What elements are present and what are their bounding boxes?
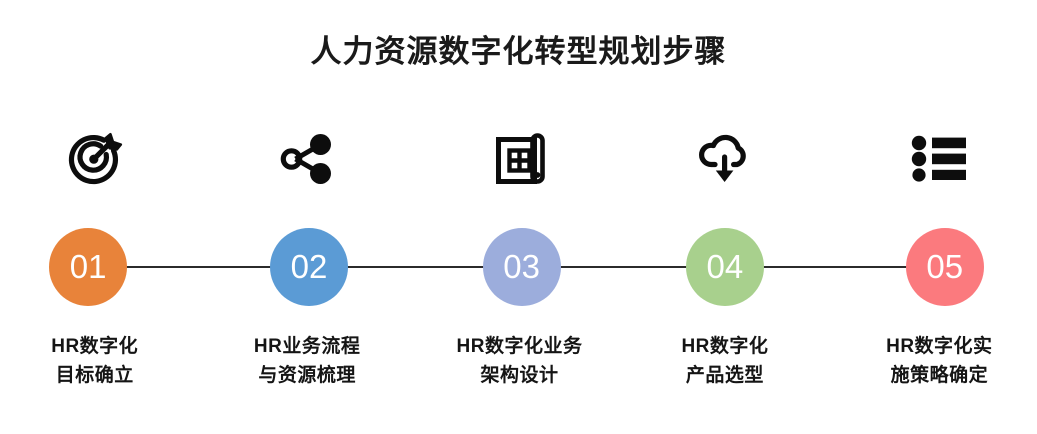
step-label-05: HR数字化实 施策略确定: [836, 332, 1037, 390]
step-label-01-line2: 目标确立: [55, 365, 134, 386]
step-label-05-line2: 施策略确定: [890, 365, 989, 386]
step-label-02-line2: 与资源梳理: [258, 365, 356, 386]
step-label-04-line2: 产品选型: [685, 365, 764, 386]
step-item-01[interactable]: 01 HR数字化 目标确立: [0, 0, 207, 434]
step-label-05-line1: HR数字化实: [886, 336, 993, 357]
step-item-02[interactable]: 02 HR业务流程 与资源梳理: [207, 0, 414, 434]
step-number-02: 02: [290, 248, 328, 285]
step-number-badge-05: 05: [905, 228, 984, 306]
step-item-04[interactable]: 04 HR数字化 产品选型: [622, 0, 829, 434]
step-number-03: 03: [503, 248, 540, 285]
page-title: 人力资源数字化转型规划步骤: [310, 34, 727, 69]
cloud-download-icon: [621, 128, 828, 190]
step-number-04: 04: [706, 248, 744, 285]
step-number-badge-03: 03: [482, 228, 561, 306]
step-item-03[interactable]: 03 HR数字化业务 架构设计: [415, 0, 622, 434]
step-label-03: HR数字化业务 架构设计: [416, 332, 623, 390]
step-number-05: 05: [926, 248, 964, 285]
step-label-01-line1: HR数字化: [51, 336, 139, 357]
step-number-badge-04: 04: [685, 228, 764, 306]
step-label-04: HR数字化 产品选型: [621, 332, 828, 390]
step-label-03-line2: 架构设计: [480, 365, 559, 386]
step-label-01: HR数字化 目标确立: [0, 332, 198, 390]
step-label-04-line1: HR数字化: [681, 336, 769, 357]
step-number-01: 01: [69, 248, 107, 285]
target-arrow-icon: [0, 128, 198, 190]
step-label-03-line1: HR数字化业务: [456, 336, 583, 357]
step-number-badge-02: 02: [270, 228, 349, 306]
blueprint-icon: [416, 128, 623, 190]
step-number-badge-01: 01: [49, 228, 128, 306]
step-item-05[interactable]: 05 HR数字化实 施策略确定: [830, 0, 1037, 434]
step-label-02: HR业务流程 与资源梳理: [203, 332, 410, 390]
step-label-02-line1: HR业务流程: [253, 336, 361, 357]
share-network-icon: [203, 128, 410, 190]
bullet-list-icon: [836, 128, 1037, 190]
